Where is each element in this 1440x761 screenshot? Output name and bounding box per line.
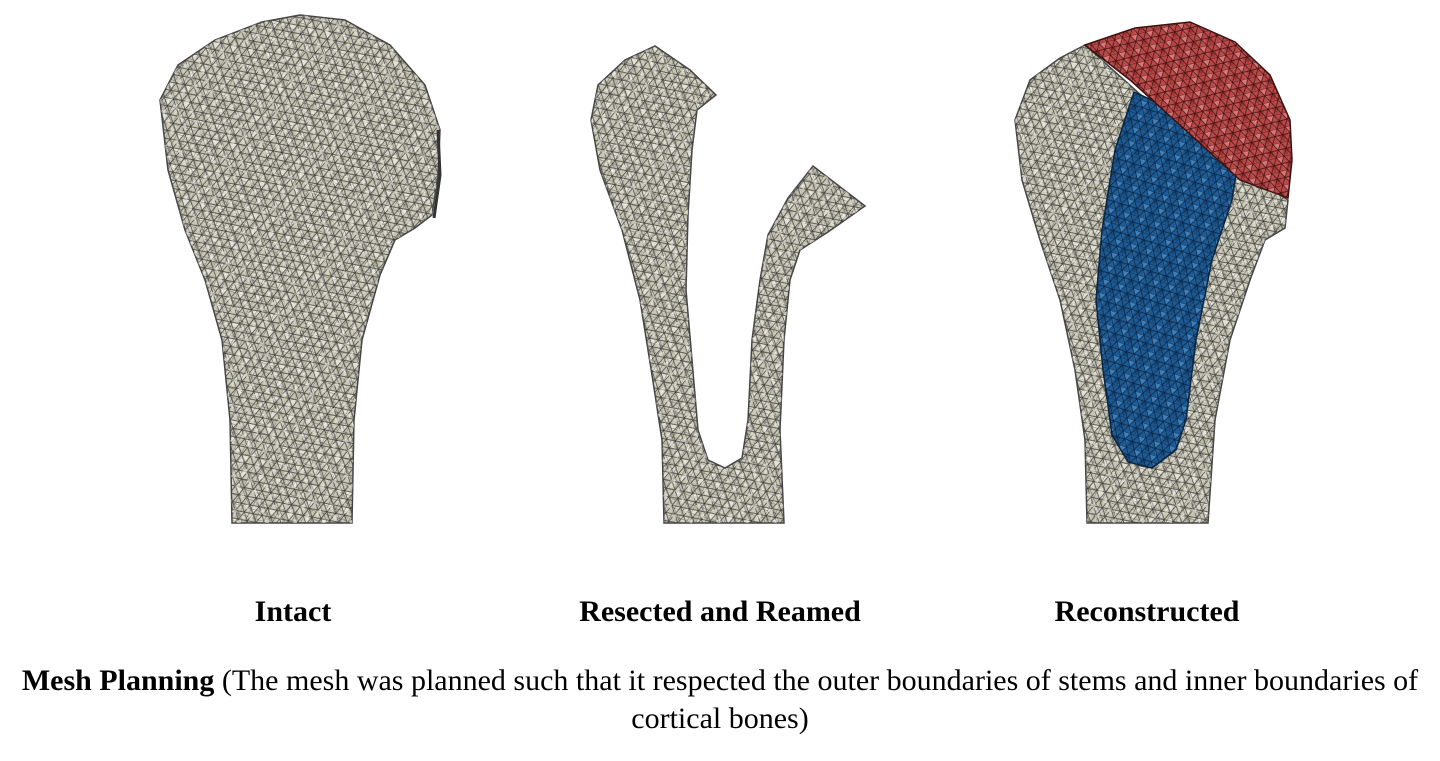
figure-caption: Mesh Planning (The mesh was planned such… — [20, 662, 1420, 738]
intact-bone — [159, 14, 442, 524]
resected-bone — [590, 45, 867, 524]
mesh-figure — [159, 14, 1293, 524]
panel-label-resected: Resected and Reamed — [579, 595, 861, 628]
humeral-head-implant — [1083, 21, 1293, 200]
caption-text: (The mesh was planned such that it respe… — [221, 664, 1419, 735]
panel-label-intact: Intact — [254, 595, 332, 628]
panel-label-reconstructed: Reconstructed — [1054, 595, 1240, 628]
caption-title: Mesh Planning — [21, 664, 215, 697]
